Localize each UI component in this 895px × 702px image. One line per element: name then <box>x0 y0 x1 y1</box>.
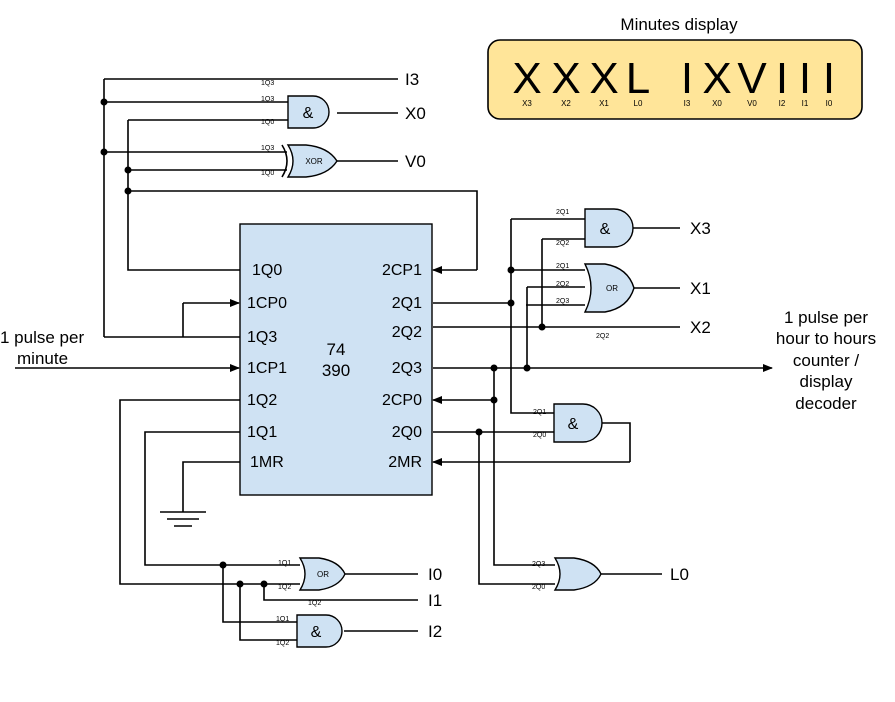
input-label: 1 pulse per minute <box>0 328 84 368</box>
gate-input-label: 2Q3 <box>532 561 545 568</box>
gate-symbol: & <box>303 105 314 122</box>
gate-input-label: 1Q1 <box>276 616 289 623</box>
wires <box>15 78 773 641</box>
and-gate-x0: & 1Q3 1Q0 <box>261 95 330 129</box>
or-gate-x1: OR 2Q1 2Q2 2Q3 <box>556 263 635 313</box>
gate-symbol: & <box>600 221 611 238</box>
digit-x2: X <box>551 54 580 103</box>
output-label-line: display <box>800 372 853 391</box>
digit-l0: L <box>626 54 650 103</box>
signal-labels: I3 X0 V0 X3 X1 X2 L0 I0 I1 I2 <box>405 70 711 641</box>
input-label-line: 1 pulse per <box>0 328 84 347</box>
chip-74390: 74 390 1Q0 1CP0 1Q3 1CP1 1Q2 1Q1 1MR 2CP… <box>239 223 433 496</box>
and-gate-i2: & 1Q1 1Q2 <box>276 614 343 648</box>
gate-input-label: 1Q1 <box>278 560 291 567</box>
display-digits: X X X L I X V I I I X3 X2 X1 L0 I3 X0 V0… <box>512 54 835 108</box>
digit-v0: V <box>737 54 767 103</box>
signal-i0: I0 <box>428 565 442 584</box>
gate-input-label: 1Q2 <box>276 640 289 647</box>
digit-label: X0 <box>712 99 722 108</box>
gate-input-label: 1Q0 <box>261 170 274 177</box>
minutes-display <box>487 39 863 120</box>
signal-x3: X3 <box>690 219 711 238</box>
or-gate-l0: 2Q3 2Q0 <box>532 557 602 591</box>
pin-1cp1: 1CP1 <box>247 360 287 377</box>
gate-input-label: 2Q3 <box>556 298 569 305</box>
chip-name: 390 <box>322 361 350 380</box>
digit-label: I2 <box>779 99 786 108</box>
gate-symbol: OR <box>606 284 618 293</box>
xor-gate-v0: XOR 1Q3 1Q0 <box>261 144 338 178</box>
gate-input-label: 2Q0 <box>533 432 546 439</box>
digit-label: I3 <box>684 99 691 108</box>
gate-input-label: 1Q2 <box>278 584 291 591</box>
pin-1q3: 1Q3 <box>247 329 277 346</box>
digit-label: I1 <box>802 99 809 108</box>
gate-input-label: 1Q3 <box>261 96 274 103</box>
gate-input-label: 2Q0 <box>532 584 545 591</box>
and-gate-reset: & 2Q1 2Q0 <box>533 403 603 443</box>
pin-2q2: 2Q2 <box>392 324 422 341</box>
digit-label: I0 <box>826 99 833 108</box>
signal-i1: I1 <box>428 591 442 610</box>
digit-x0: X <box>702 54 731 103</box>
signal-x0: X0 <box>405 104 426 123</box>
gate-input-label: 2Q1 <box>556 209 569 216</box>
signal-v0: V0 <box>405 152 426 171</box>
signal-x1: X1 <box>690 279 711 298</box>
output-label-line: counter / <box>793 351 859 370</box>
gate-input-label: 2Q2 <box>556 281 569 288</box>
digit-label: V0 <box>747 99 757 108</box>
wire-label-i1: 1Q2 <box>308 600 321 607</box>
gate-symbol: & <box>311 624 322 641</box>
gate-input-label: 2Q1 <box>533 409 546 416</box>
output-label-line: decoder <box>795 394 857 413</box>
signal-x2: X2 <box>690 318 711 337</box>
pin-2mr: 2MR <box>388 454 422 471</box>
wire-label-i3: 1Q3 <box>261 80 274 87</box>
gate-input-label: 1Q3 <box>261 145 274 152</box>
digit-i0: I <box>823 54 835 103</box>
output-label-line: hour to hours <box>776 329 876 348</box>
gate-symbol: OR <box>317 570 329 579</box>
signal-l0: L0 <box>670 565 689 584</box>
digit-label: X3 <box>522 99 532 108</box>
chip-name: 74 <box>327 340 346 359</box>
digit-x3: X <box>512 54 541 103</box>
digit-i2: I <box>776 54 788 103</box>
digit-label: X1 <box>599 99 609 108</box>
gate-input-label: 2Q1 <box>556 263 569 270</box>
display-title: Minutes display <box>620 15 738 34</box>
digit-label: L0 <box>634 99 643 108</box>
output-label: 1 pulse per hour to hours counter / disp… <box>776 308 876 413</box>
input-label-line: minute <box>17 349 68 368</box>
signal-i2: I2 <box>428 622 442 641</box>
junctions <box>100 98 546 588</box>
and-gate-x3: & 2Q1 2Q2 <box>556 208 634 248</box>
pin-2cp0: 2CP0 <box>382 392 422 409</box>
signal-i3: I3 <box>405 70 419 89</box>
or-gate-i0: OR 1Q1 1Q2 <box>278 557 346 591</box>
digit-i1: I <box>799 54 811 103</box>
pin-2q0: 2Q0 <box>392 424 422 441</box>
pin-1q0: 1Q0 <box>252 262 282 279</box>
pin-2q1: 2Q1 <box>392 295 422 312</box>
pin-2q3: 2Q3 <box>392 360 422 377</box>
pin-2cp1: 2CP1 <box>382 262 422 279</box>
wire-label-x2: 2Q2 <box>596 333 609 340</box>
gate-symbol: XOR <box>305 157 323 166</box>
gate-symbol: & <box>568 416 579 433</box>
digit-label: X2 <box>561 99 571 108</box>
pin-1q1: 1Q1 <box>247 424 277 441</box>
gate-input-label: 1Q0 <box>261 119 274 126</box>
pin-1cp0: 1CP0 <box>247 295 287 312</box>
pin-1mr: 1MR <box>250 454 284 471</box>
pin-1q2: 1Q2 <box>247 392 277 409</box>
output-label-line: 1 pulse per <box>784 308 868 327</box>
digit-x1: X <box>589 54 618 103</box>
gate-input-label: 2Q2 <box>556 240 569 247</box>
digit-i3: I <box>681 54 693 103</box>
